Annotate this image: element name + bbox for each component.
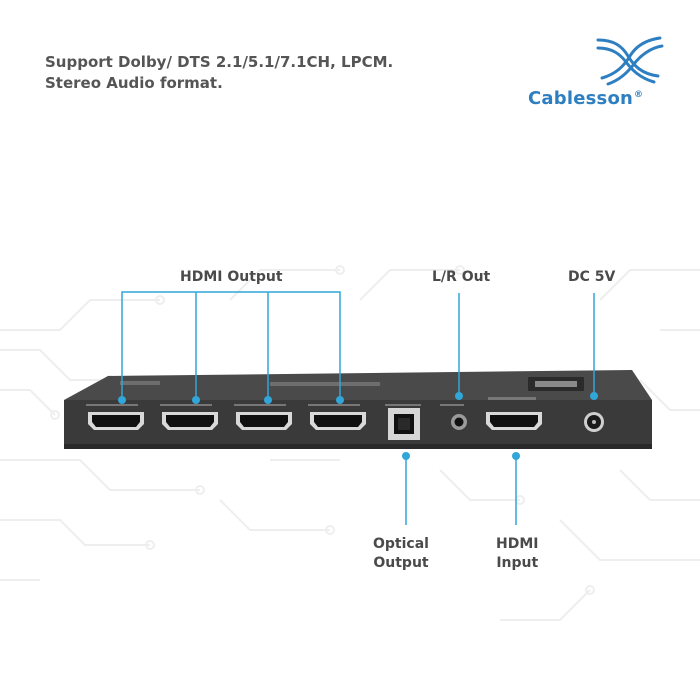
lr-out-text: L/R Out (432, 269, 491, 285)
brand-name-text: Cablesson (528, 88, 634, 109)
hdmi-input-line-1: HDMI (496, 536, 539, 552)
circuit-background (0, 269, 700, 621)
dc-5v-text: DC 5V (568, 269, 616, 285)
optical-output-line-2: Output (373, 555, 429, 571)
brand-name: Cablesson® (528, 88, 643, 109)
headline-line-1: Support Dolby/ DTS 2.1/5.1/7.1CH, LPCM. (45, 53, 394, 71)
hdmi-input-line-2: Input (496, 555, 539, 571)
optical-output-line-1: Optical (373, 536, 429, 552)
cablesson-logo-icon (596, 36, 664, 86)
hdmi-output-label: HDMI Output (180, 268, 283, 287)
headline: Support Dolby/ DTS 2.1/5.1/7.1CH, LPCM. … (45, 52, 393, 94)
optical-output-label: Optical Output (373, 535, 429, 573)
brand-registered-mark: ® (634, 90, 644, 100)
callout-lines (121, 291, 595, 525)
hdmi-output-port-icon (236, 412, 292, 430)
headline-line-2: Stereo Audio format. (45, 74, 223, 92)
callout-dots (118, 392, 598, 460)
brand-logo: Cablesson® (528, 34, 668, 114)
hdmi-output-port-icon (88, 412, 144, 430)
hdmi-input-label: HDMI Input (496, 535, 538, 573)
hdmi-splitter-device (64, 370, 652, 449)
hdmi-output-port-icon (162, 412, 218, 430)
optical-port-icon (388, 408, 420, 440)
lr-out-label: L/R Out (432, 268, 490, 287)
audio-jack-icon (451, 414, 467, 430)
dc-5v-label: DC 5V (568, 268, 615, 287)
hdmi-output-text: HDMI Output (180, 269, 283, 285)
hdmi-input-port-icon (486, 412, 542, 430)
hdmi-output-port-icon (310, 412, 366, 430)
dc-power-jack-icon (584, 412, 604, 432)
